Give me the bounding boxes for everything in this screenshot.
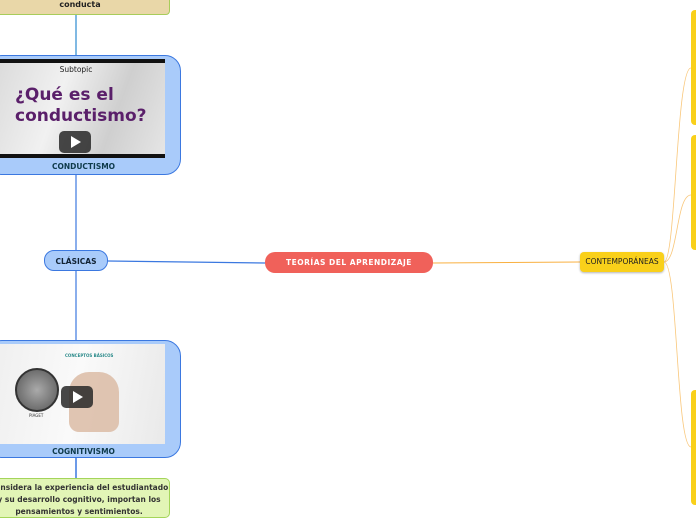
video-title: ¿Qué es el conductismo? bbox=[15, 85, 147, 126]
conductismo-node[interactable]: Subtopic ¿Qué es el conductismo? CONDUCT… bbox=[0, 55, 181, 175]
cognitivismo-label: COGNITIVISMO bbox=[52, 447, 115, 456]
portrait-image bbox=[15, 368, 59, 412]
cognitivismo-note[interactable]: Considera la experiencia del estudiantad… bbox=[0, 478, 170, 518]
contemporaneas-node[interactable]: CONTEMPORÁNEAS bbox=[580, 252, 664, 272]
play-icon[interactable] bbox=[61, 386, 93, 408]
central-topic[interactable]: TEORÍAS DEL APRENDIZAJE bbox=[265, 252, 433, 273]
play-icon[interactable] bbox=[59, 131, 91, 153]
contemporaneas-subtopic-2[interactable] bbox=[691, 135, 696, 250]
conducta-node[interactable]: conducta bbox=[0, 0, 170, 15]
conductismo-label: CONDUCTISMO bbox=[51, 162, 116, 171]
clasicas-node[interactable]: CLÁSICAS bbox=[44, 250, 108, 271]
conductismo-video[interactable]: Subtopic ¿Qué es el conductismo? bbox=[0, 59, 165, 158]
contemporaneas-subtopic-3[interactable] bbox=[691, 390, 696, 505]
cognitivismo-node[interactable]: CONCEPTOS BÁSICOS PIAGET COGNITIVISMO bbox=[0, 340, 181, 458]
cognitivismo-video[interactable]: CONCEPTOS BÁSICOS PIAGET bbox=[0, 344, 165, 444]
video-subtopic: Subtopic bbox=[59, 65, 93, 74]
video-name: PIAGET bbox=[29, 413, 44, 418]
contemporaneas-subtopic-1[interactable] bbox=[691, 10, 696, 125]
video-caption: CONCEPTOS BÁSICOS bbox=[65, 353, 114, 358]
